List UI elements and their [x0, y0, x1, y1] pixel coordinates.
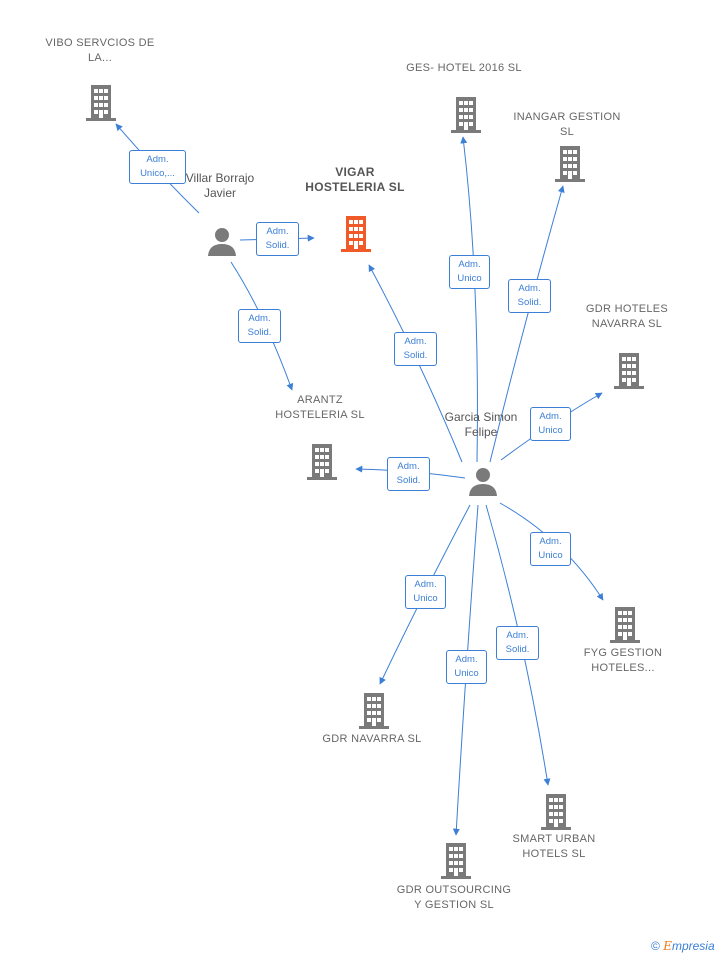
edge-label-garcia-gdrnav: Adm.Unico: [405, 575, 446, 609]
building-icon[interactable]: [341, 216, 371, 252]
copyright-icon: ©: [651, 939, 660, 953]
company-label-arantz[interactable]: ARANTZ HOSTELERIA SL: [275, 394, 365, 421]
building-icon[interactable]: [610, 607, 640, 643]
company-label-gdr-hoteles-navarra[interactable]: GDR HOTELES NAVARRA SL: [585, 303, 669, 330]
person-icon[interactable]: [468, 467, 498, 497]
building-icon[interactable]: [359, 693, 389, 729]
building-icon[interactable]: [541, 794, 571, 830]
company-label-inangar[interactable]: INANGAR GESTION SL: [513, 111, 621, 138]
company-label-vigar[interactable]: VIGAR HOSTELERIA SL: [305, 165, 405, 194]
edge-label-garcia-smart: Adm.Solid.: [496, 626, 539, 660]
edge-label-garcia-vigar: Adm.Solid.: [394, 332, 437, 366]
person-icon[interactable]: [207, 227, 237, 257]
edge-label-garcia-ges: Adm.Unico: [449, 255, 490, 289]
building-icon[interactable]: [86, 85, 116, 121]
brand-logo-initial: E: [663, 939, 672, 953]
edge-garcia-inangar: [489, 185, 565, 463]
building-icon[interactable]: [307, 444, 337, 480]
edge-garcia-ges: [460, 136, 478, 463]
brand-logo[interactable]: © Empresia: [651, 939, 715, 953]
edge-label-garcia-arantz: Adm.Solid.: [387, 457, 430, 491]
edge-label-garcia-fyg: Adm.Unico: [530, 532, 571, 566]
edge-label-garcia-inangar: Adm.Solid.: [508, 279, 551, 313]
building-icon[interactable]: [614, 353, 644, 389]
building-icon[interactable]: [555, 146, 585, 182]
company-label-ges-hotel[interactable]: GES- HOTEL 2016 SL: [406, 62, 522, 74]
edge-label-garcia-gdrhn: Adm.Unico: [530, 407, 571, 441]
edge-label-villar-arantz: Adm.Solid.: [238, 309, 281, 343]
brand-logo-text: mpresia: [671, 939, 715, 953]
building-icon[interactable]: [451, 97, 481, 133]
company-label-fyg[interactable]: FYG GESTION HOTELES...: [583, 647, 663, 674]
company-label-gdr-outsourcing[interactable]: GDR OUTSOURCING Y GESTION SL: [396, 884, 512, 911]
person-label-villar[interactable]: Villar Borrajo Javier: [185, 171, 255, 200]
edge-label-garcia-outsourcing: Adm.Unico: [446, 650, 487, 684]
edge-label-villar-vibo: Adm.Unico,...: [129, 150, 186, 184]
company-label-gdr-navarra[interactable]: GDR NAVARRA SL: [322, 733, 422, 745]
edge-label-villar-vigar: Adm.Solid.: [256, 222, 299, 256]
company-label-vibo[interactable]: VIBO SERVCIOS DE LA...: [45, 37, 155, 64]
building-icon[interactable]: [441, 843, 471, 879]
company-label-smart-urban[interactable]: SMART URBAN HOTELS SL: [512, 833, 596, 860]
person-label-garcia[interactable]: Garcia Simon Felipe: [444, 410, 518, 439]
